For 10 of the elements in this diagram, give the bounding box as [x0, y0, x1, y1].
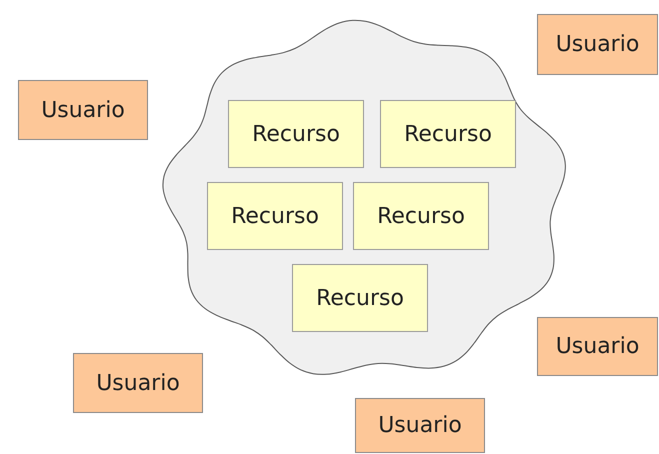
user-box: Usuario: [73, 353, 203, 413]
resource-box: Recurso: [228, 100, 364, 168]
resource-box: Recurso: [353, 182, 489, 250]
resource-box: Recurso: [292, 264, 428, 332]
user-box: Usuario: [18, 80, 148, 140]
user-box: Usuario: [537, 317, 658, 376]
user-box: Usuario: [355, 398, 485, 453]
user-box: Usuario: [537, 14, 658, 75]
resource-box: Recurso: [207, 182, 343, 250]
resource-box: Recurso: [380, 100, 516, 168]
